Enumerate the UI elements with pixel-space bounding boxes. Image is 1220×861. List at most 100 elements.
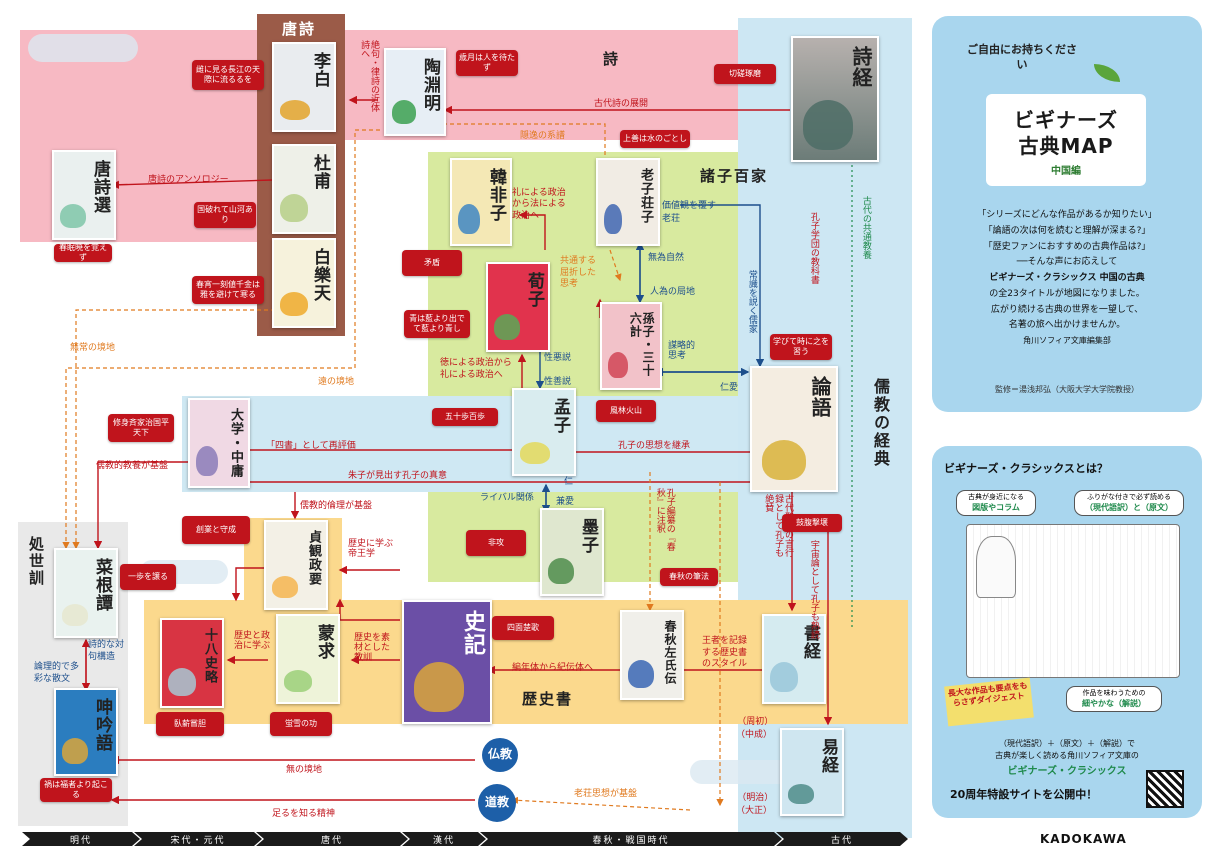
portrait-illustration: [976, 536, 1016, 598]
book-title: 荀子: [524, 272, 544, 308]
note-mencius[interactable]: 五十歩百歩: [432, 408, 498, 426]
site-announcement[interactable]: 20周年特設サイトを公開中！: [950, 788, 1098, 801]
note-rongo[interactable]: 学びて時に之を習う: [770, 334, 832, 360]
feature-pill: 作品を味わうための 細やかな（解説）: [1066, 686, 1162, 712]
book-jokan-seiyo[interactable]: 貞観政要: [264, 520, 328, 610]
book-shiki[interactable]: 史記: [402, 600, 492, 724]
note-hakurakuten[interactable]: 春宵一刻値千金は雅を避けて寒る: [192, 276, 264, 304]
feature-pill: 古典が身近になる 図版やコラム: [956, 490, 1036, 516]
book-title: 蒙求: [314, 624, 334, 660]
edge-label: 価値観を覆す老荘: [662, 201, 717, 224]
note-sonshi[interactable]: 風林火山: [596, 400, 656, 422]
promo-title-line1: ビギナーズ: [1014, 108, 1118, 132]
note-saikontan[interactable]: 一歩を譲る: [120, 564, 176, 590]
note-juhachi[interactable]: 臥薪嘗胆: [156, 712, 224, 736]
edge-label: 足るを知る精神: [272, 809, 336, 819]
book-title: 唐詩選: [90, 160, 110, 214]
promo-title-line2: 古典MAP: [1018, 134, 1114, 158]
teapot-icon: [548, 558, 574, 584]
note-shikyo[interactable]: 切磋琢磨: [714, 64, 776, 84]
bronze-vessel-icon: [803, 100, 853, 150]
note-toho[interactable]: 国破れて山河あり: [194, 202, 256, 228]
edge-label: 編年体から紀伝体へ: [512, 663, 594, 673]
teapot-icon: [60, 204, 86, 228]
book-shingingo[interactable]: 呻吟語: [54, 688, 118, 776]
promo-line: 角川ソフィア文庫編集部: [1023, 336, 1111, 345]
book-kanpishi[interactable]: 韓非子: [450, 158, 512, 246]
note-roshi[interactable]: 上善は水のごとし: [620, 130, 690, 148]
edge-label: 王者を記録する歴史書のスタイル: [702, 636, 748, 670]
note-bokushi[interactable]: 非攻: [466, 530, 526, 556]
edge-label: 歴史に学ぶ帝王学: [348, 539, 394, 559]
book-toshisen[interactable]: 唐詩選: [52, 150, 116, 240]
note-kanpishi[interactable]: 矛盾: [402, 250, 462, 276]
book-roshi-soshi[interactable]: 老子荘子: [596, 158, 660, 246]
promo-line: ビギナーズ・クラシックス 中国の古典: [989, 273, 1145, 283]
timeline-ancient: 古代: [776, 832, 908, 846]
book-shunju-sashiden[interactable]: 春秋左氏伝: [620, 610, 684, 700]
category-maxims: 処世訓: [27, 536, 45, 587]
note-moukyu[interactable]: 蛍雪の功: [270, 712, 332, 736]
book-title: 貞観政要: [306, 530, 321, 586]
vase-icon: [770, 662, 798, 692]
book-title: 孟子: [550, 398, 570, 434]
promo-line: 「論語の次は何を読むと理解が深まる?」: [983, 225, 1151, 236]
note-shokyo[interactable]: 鼓腹撃壌: [782, 514, 842, 532]
book-rongo[interactable]: 論語: [750, 366, 838, 492]
edge-label: 歴史と政治に学ぶ: [234, 631, 271, 651]
book-junshi[interactable]: 荀子: [486, 262, 550, 352]
vase-icon: [628, 660, 654, 688]
edge-label: 孔子編纂の『春秋』に注釈: [654, 488, 675, 551]
note-toshisen[interactable]: 春眠暁を覚えず: [54, 243, 112, 262]
pill-caption: 作品を味わうための: [1082, 689, 1146, 697]
edge-label: 朱子が見出す孔子の真意: [348, 471, 448, 481]
edge-label: 遠の境地: [318, 377, 355, 387]
book-title: 書経: [800, 624, 820, 660]
book-hakurakuten[interactable]: 白樂天: [272, 238, 336, 328]
book-daigaku-chuyo[interactable]: 大学・中庸: [188, 398, 250, 488]
book-title: 十八史略: [202, 628, 217, 684]
book-moshi[interactable]: 孟子: [512, 388, 576, 476]
book-tomei[interactable]: 陶淵明: [384, 48, 446, 136]
censer-icon: [762, 440, 806, 480]
book-ekikyo[interactable]: 易経: [780, 728, 844, 816]
note-sakoden[interactable]: 春秋の筆法: [660, 568, 718, 586]
edge-label: 仁愛: [720, 383, 739, 393]
note-tomei[interactable]: 歳月は人を待たず: [456, 50, 518, 76]
note-shingingo[interactable]: 禍は福者より起こる: [40, 778, 112, 802]
book-title: 菜根譚: [92, 558, 112, 612]
edge-label: 孔子学団の教科書: [808, 212, 819, 284]
edge-label: 仁: [564, 477, 574, 487]
bowl-icon: [62, 604, 88, 626]
book-title: 孫子・三十六計: [628, 312, 655, 377]
book-juhachi-shiryaku[interactable]: 十八史略: [160, 618, 224, 708]
edge-label: 兼愛: [556, 497, 575, 507]
note-daigaku[interactable]: 修身斉家治国平天下: [108, 414, 174, 442]
book-shikyo[interactable]: 詩経: [791, 36, 879, 162]
circle-buddhism[interactable]: 仏教: [482, 738, 518, 772]
edge-label: 無の境地: [286, 765, 323, 775]
dragon-plate-icon: [414, 662, 464, 712]
publisher-logo: KADOKAWA: [1040, 832, 1127, 846]
book-bokushi[interactable]: 墨子: [540, 508, 604, 596]
book-toho[interactable]: 杜甫: [272, 144, 336, 234]
book-rihaku[interactable]: 李白: [272, 42, 336, 132]
note-shiki[interactable]: 四面楚歌: [492, 616, 554, 640]
qr-code-icon[interactable]: [1146, 770, 1184, 808]
feature-pill: ふりがな付きで必ず読める （現代語訳）と（原文）: [1074, 490, 1184, 516]
circle-taoism[interactable]: 道教: [478, 784, 516, 822]
book-title: 白樂天: [310, 248, 330, 302]
note-junshi[interactable]: 青は藍より出でて藍より青し: [404, 310, 470, 338]
edge-label: 宇宙論として孔子も熟読: [808, 540, 819, 639]
note-rihaku[interactable]: 雌に見る長江の天際に流るるを: [192, 60, 264, 90]
bowl-icon: [272, 576, 298, 598]
book-shokyo[interactable]: 書経: [762, 614, 826, 704]
book-sonshi[interactable]: 孫子・三十六計: [600, 302, 662, 390]
book-saikontan[interactable]: 菜根譚: [54, 548, 118, 638]
note-jokan[interactable]: 創業と守成: [182, 516, 250, 544]
book-title: 杜甫: [310, 154, 330, 190]
edge-label: 老荘思想が基盤: [574, 789, 638, 799]
vase-icon: [458, 204, 480, 234]
book-moukyu[interactable]: 蒙求: [276, 614, 340, 704]
book-title: 韓非子: [486, 168, 506, 222]
